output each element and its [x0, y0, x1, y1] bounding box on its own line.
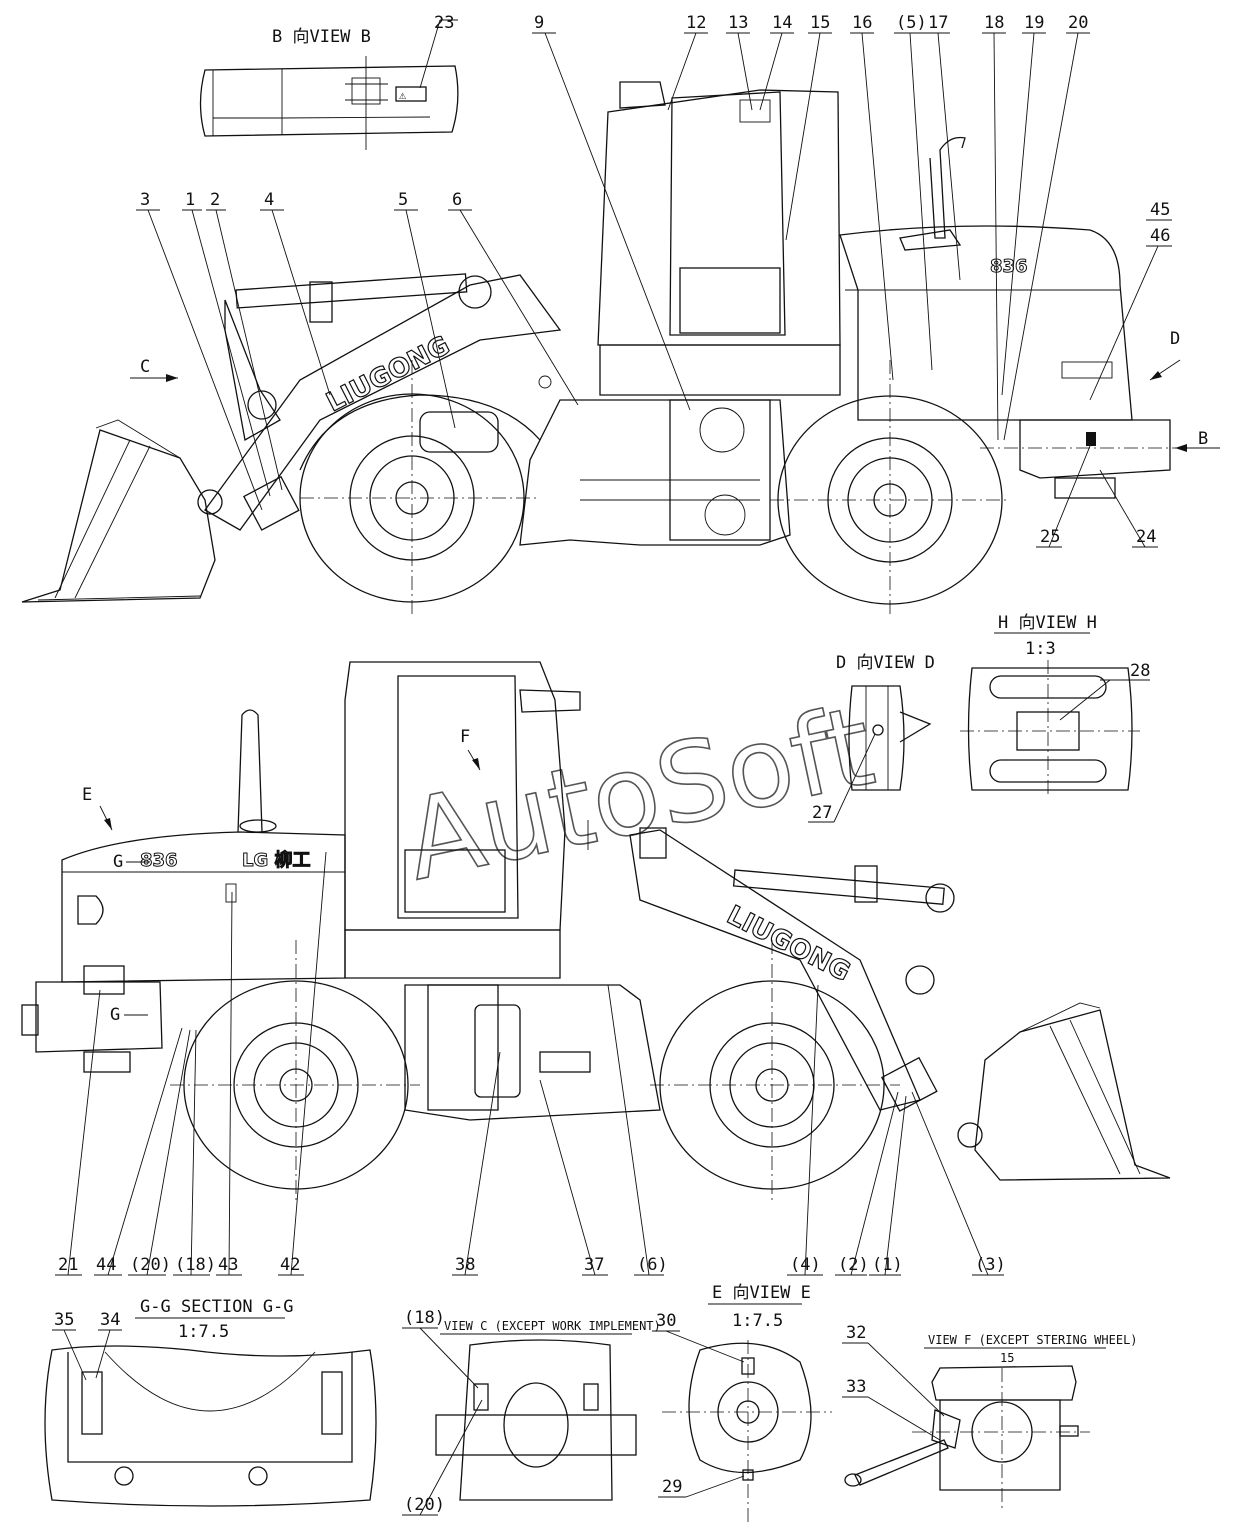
callout-29: 29 — [662, 1477, 682, 1497]
top-engine-hood — [839, 225, 1133, 421]
callout-32: 32 — [846, 1323, 866, 1343]
bottom-engine-hood — [61, 831, 346, 983]
callout-30: 30 — [656, 1311, 676, 1331]
decal-23-box — [395, 86, 427, 102]
view-h-outline — [967, 667, 1133, 791]
watermark-text: AutoSoft — [395, 682, 884, 905]
bottom-boom-arm — [629, 829, 921, 1111]
callout-3-ref: (3) — [975, 1255, 1006, 1275]
callout-5-ref: (5) — [896, 13, 927, 33]
top-cab — [597, 89, 841, 346]
callout-45: 45 — [1150, 200, 1170, 220]
callout-23: 23 — [434, 13, 454, 33]
callout-35: 35 — [54, 1310, 74, 1330]
view-f-marker: F — [460, 727, 470, 747]
decal-25-marker — [1086, 432, 1096, 446]
top-boom-arm — [204, 274, 562, 531]
callout-16: 16 — [852, 13, 872, 33]
bottom-decal-stack — [881, 1056, 938, 1112]
bottom-bucket — [974, 1009, 1171, 1181]
callout-46: 46 — [1150, 226, 1170, 246]
view-d-outline — [848, 685, 905, 791]
svg-text:⚠: ⚠ — [399, 88, 407, 102]
view-e-title: E 向VIEW E — [712, 1283, 811, 1303]
view-g-marker-upper: G — [113, 852, 123, 872]
callout-27: 27 — [812, 803, 832, 823]
callout-4: 4 — [264, 190, 274, 210]
callout-9: 9 — [534, 13, 544, 33]
bottom-model-number: 836 — [140, 850, 178, 871]
callout-44: 44 — [96, 1255, 116, 1275]
top-bucket — [21, 429, 216, 603]
section-g-title: G-G SECTION G-G — [140, 1297, 294, 1317]
callout-14: 14 — [772, 13, 792, 33]
decal-34-box — [81, 1371, 103, 1435]
decal-21-box — [83, 965, 125, 995]
bottom-hood-logo: LG 柳工 — [242, 849, 311, 871]
callout-1-ref: (1) — [872, 1255, 903, 1275]
view-g-marker-lower: G — [110, 1005, 120, 1025]
callout-6: 6 — [452, 190, 462, 210]
callout-6-ref: (6) — [637, 1255, 668, 1275]
callout-12: 12 — [686, 13, 706, 33]
top-model-number: 836 — [990, 256, 1028, 277]
decal-35-box — [321, 1371, 343, 1435]
view-c-marker: C — [140, 357, 150, 377]
callout-21: 21 — [58, 1255, 78, 1275]
callout-18: 18 — [984, 13, 1004, 33]
callout-2: 2 — [210, 190, 220, 210]
callout-37: 37 — [584, 1255, 604, 1275]
callout-38: 38 — [455, 1255, 475, 1275]
callout-28: 28 — [1130, 661, 1150, 681]
callout-42: 42 — [280, 1255, 300, 1275]
bottom-counterweight — [35, 981, 163, 1053]
callout-20: 20 — [1068, 13, 1088, 33]
bottom-cab — [344, 661, 566, 931]
view-d-title: D 向VIEW D — [836, 653, 935, 673]
callout-33: 33 — [846, 1377, 866, 1397]
view-h-title: H 向VIEW H — [998, 613, 1097, 633]
callout-1: 1 — [185, 190, 195, 210]
callout-13: 13 — [728, 13, 748, 33]
callout-5: 5 — [398, 190, 408, 210]
view-f-scale: 15 — [1000, 1351, 1014, 1365]
view-b-title: B 向VIEW B — [272, 27, 371, 47]
view-f-title: VIEW F (EXCEPT STERING WHEEL) — [928, 1333, 1138, 1347]
callout-20-view-c: (20) — [404, 1495, 445, 1515]
decal-18-box — [473, 1383, 489, 1411]
callout-17: 17 — [928, 13, 948, 33]
view-c-title: VIEW C (EXCEPT WORK IMPLEMENT) — [444, 1319, 661, 1333]
callout-18-ref: (18) — [175, 1255, 216, 1275]
callout-24: 24 — [1136, 527, 1156, 547]
view-d-marker: D — [1170, 329, 1180, 349]
top-decal-stack — [243, 475, 300, 531]
view-c-outline — [459, 1339, 613, 1501]
callout-3: 3 — [140, 190, 150, 210]
top-liugong-logo: LIUGONG — [322, 331, 455, 419]
section-g-scale: 1:7.5 — [178, 1322, 229, 1342]
view-e-marker: E — [82, 785, 92, 805]
callout-43: 43 — [218, 1255, 238, 1275]
callout-19: 19 — [1024, 13, 1044, 33]
view-b-marker: B — [1198, 429, 1208, 449]
view-f-outline — [931, 1365, 1077, 1401]
callout-15: 15 — [810, 13, 830, 33]
section-g-outline — [44, 1345, 377, 1507]
view-e-outline — [688, 1342, 812, 1474]
view-h-scale: 1:3 — [1025, 639, 1056, 659]
callout-20-ref: (20) — [130, 1255, 171, 1275]
callout-34: 34 — [100, 1310, 120, 1330]
decal-32-box — [931, 1409, 961, 1449]
view-e-scale: 1:7.5 — [732, 1311, 783, 1331]
callout-18-view-c: (18) — [404, 1308, 445, 1328]
view-b-outline — [199, 65, 459, 137]
